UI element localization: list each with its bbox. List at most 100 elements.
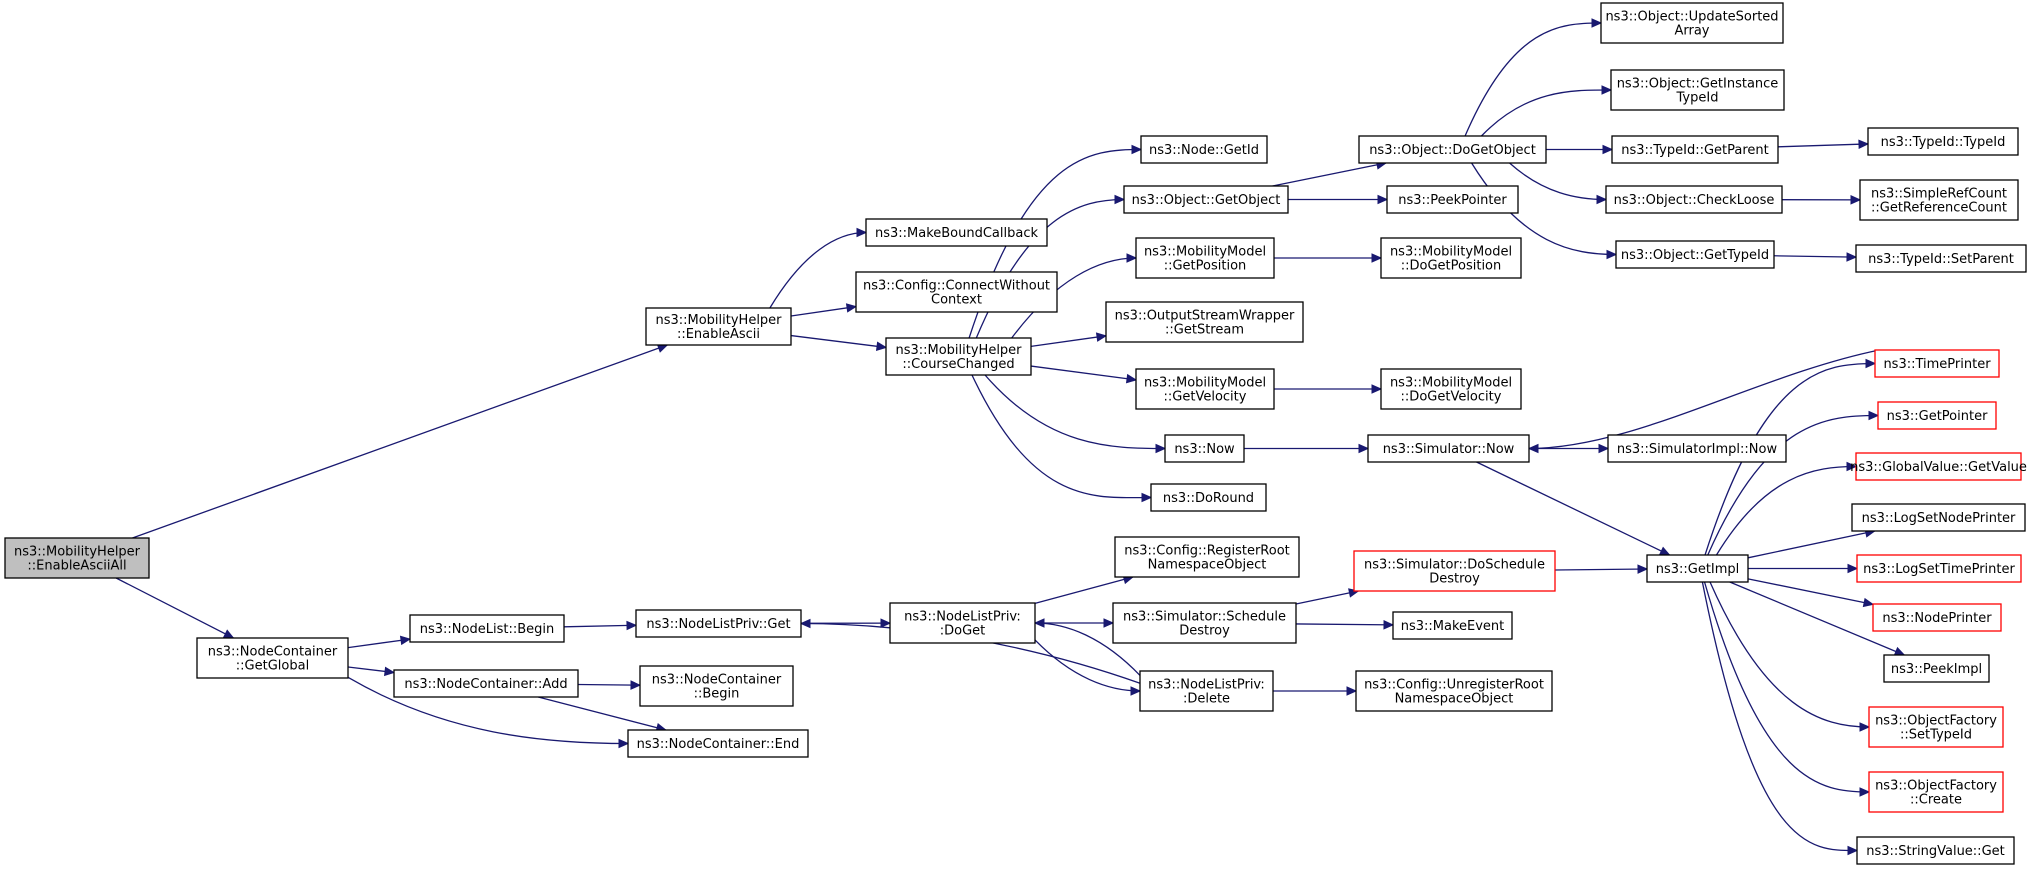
function-node[interactable]: ns3::LogSetNodePrinter [1851,503,2026,532]
node-box[interactable] [1139,670,1274,712]
node-box[interactable] [1877,401,1997,430]
function-node[interactable]: ns3::GlobalValue::GetValue [1850,452,2027,481]
node-box[interactable] [1856,836,2015,865]
function-node[interactable]: ns3::MobilityModel::GetVelocity [1135,368,1275,410]
function-node[interactable]: ns3::TypeId::GetParent [1611,135,1779,164]
function-node[interactable]: ns3::MobilityModel::GetPosition [1135,237,1275,279]
node-box[interactable] [1367,434,1530,463]
root-node-box[interactable] [4,537,150,579]
node-box[interactable] [1114,536,1300,578]
function-node[interactable]: ns3::NodeList::Begin [409,614,565,643]
function-node[interactable]: ns3::Object::GetObject [1123,185,1289,214]
function-node[interactable]: ns3::GetImpl [1646,554,1749,583]
function-node[interactable]: ns3::Config::UnregisterRootNamespaceObje… [1355,670,1553,712]
function-node[interactable]: ns3::MakeBoundCallback [865,218,1048,247]
function-node[interactable]: ns3::MobilityHelper::CourseChanged [885,337,1032,376]
node-box[interactable] [1380,237,1522,279]
node-box[interactable] [1135,237,1275,279]
node-box[interactable] [1883,654,1990,683]
node-box[interactable] [1600,2,1784,44]
node-box[interactable] [1615,240,1775,269]
function-node[interactable]: ns3::StringValue::Get [1856,836,2015,865]
node-box[interactable] [1607,434,1787,463]
node-box[interactable] [1610,69,1785,111]
node-box[interactable] [1140,135,1268,164]
function-node[interactable]: ns3::SimulatorImpl::Now [1607,434,1787,463]
function-node[interactable]: ns3::DoRound [1150,483,1267,512]
function-node[interactable]: ns3::TypeId::TypeId [1867,127,2019,156]
function-node[interactable]: ns3::Node::GetId [1140,135,1268,164]
node-box[interactable] [1868,706,2004,748]
function-node[interactable]: ns3::ObjectFactory::Create [1868,771,2004,813]
node-box[interactable] [1872,603,2002,632]
function-node[interactable]: ns3::NodeContainer::Add [393,669,579,698]
node-box[interactable] [1164,434,1245,463]
node-box[interactable] [1380,368,1522,410]
function-node[interactable]: ns3::Simulator::Now [1367,434,1530,463]
node-box[interactable] [1112,602,1297,644]
function-node[interactable]: ns3::NodeContainer::GetGlobal [196,637,349,679]
function-node[interactable]: ns3::TypeId::SetParent [1855,244,2027,273]
function-node[interactable]: ns3::MobilityModel::DoGetPosition [1380,237,1522,279]
function-node[interactable]: ns3::Object::CheckLoose [1605,185,1783,214]
node-box[interactable] [1386,185,1519,214]
function-node[interactable]: ns3::NodeContainer::End [627,729,809,758]
node-box[interactable] [393,669,579,698]
node-box[interactable] [1851,503,2026,532]
node-box[interactable] [885,337,1032,376]
node-box[interactable] [1855,452,2022,481]
function-node[interactable]: ns3::MobilityModel::DoGetVelocity [1380,368,1522,410]
function-node[interactable]: ns3::LogSetTimePrinter [1856,554,2022,583]
function-node[interactable]: ns3::GetPointer [1877,401,1997,430]
function-node[interactable]: ns3::ObjectFactory::SetTypeId [1868,706,2004,748]
function-node[interactable]: ns3::Now [1164,434,1245,463]
node-box[interactable] [1392,611,1513,640]
node-box[interactable] [1123,185,1289,214]
node-box[interactable] [1353,550,1556,592]
function-node[interactable]: ns3::MobilityHelper::EnableAsciiAll [4,537,150,579]
node-box[interactable] [635,609,802,638]
node-box[interactable] [1856,554,2022,583]
node-box[interactable] [1868,771,2004,813]
function-node[interactable]: ns3::NodeListPriv::Delete [1139,670,1274,712]
node-box[interactable] [1135,368,1275,410]
node-box[interactable] [1150,483,1267,512]
node-box[interactable] [1355,670,1553,712]
node-box[interactable] [1859,179,2019,221]
node-box[interactable] [865,218,1048,247]
function-node[interactable]: ns3::NodeListPriv::Get [635,609,802,638]
function-node[interactable]: ns3::NodeContainer::Begin [639,665,794,707]
function-node[interactable]: ns3::Object::DoGetObject [1358,135,1547,164]
function-node[interactable]: ns3::NodePrinter [1872,603,2002,632]
node-box[interactable] [1358,135,1547,164]
function-node[interactable]: ns3::TimePrinter [1874,349,2000,378]
function-node[interactable]: ns3::PeekImpl [1883,654,1990,683]
function-node[interactable]: ns3::MakeEvent [1392,611,1513,640]
function-node[interactable]: ns3::SimpleRefCount::GetReferenceCount [1859,179,2019,221]
node-box[interactable] [196,637,349,679]
node-box[interactable] [1605,185,1783,214]
node-box[interactable] [855,271,1058,313]
function-node[interactable]: ns3::Object::GetTypeId [1615,240,1775,269]
function-node[interactable]: ns3::PeekPointer [1386,185,1519,214]
node-box[interactable] [889,602,1036,644]
function-node[interactable]: ns3::OutputStreamWrapper::GetStream [1105,301,1304,343]
node-box[interactable] [1611,135,1779,164]
node-box[interactable] [1874,349,2000,378]
node-box[interactable] [645,307,792,346]
node-box[interactable] [1646,554,1749,583]
node-box[interactable] [1867,127,2019,156]
function-node[interactable]: ns3::NodeListPriv::DoGet [889,602,1036,644]
node-box[interactable] [627,729,809,758]
function-node[interactable]: ns3::MobilityHelper::EnableAscii [645,307,792,346]
node-box[interactable] [1105,301,1304,343]
node-box[interactable] [409,614,565,643]
node-box[interactable] [1855,244,2027,273]
node-box[interactable] [639,665,794,707]
